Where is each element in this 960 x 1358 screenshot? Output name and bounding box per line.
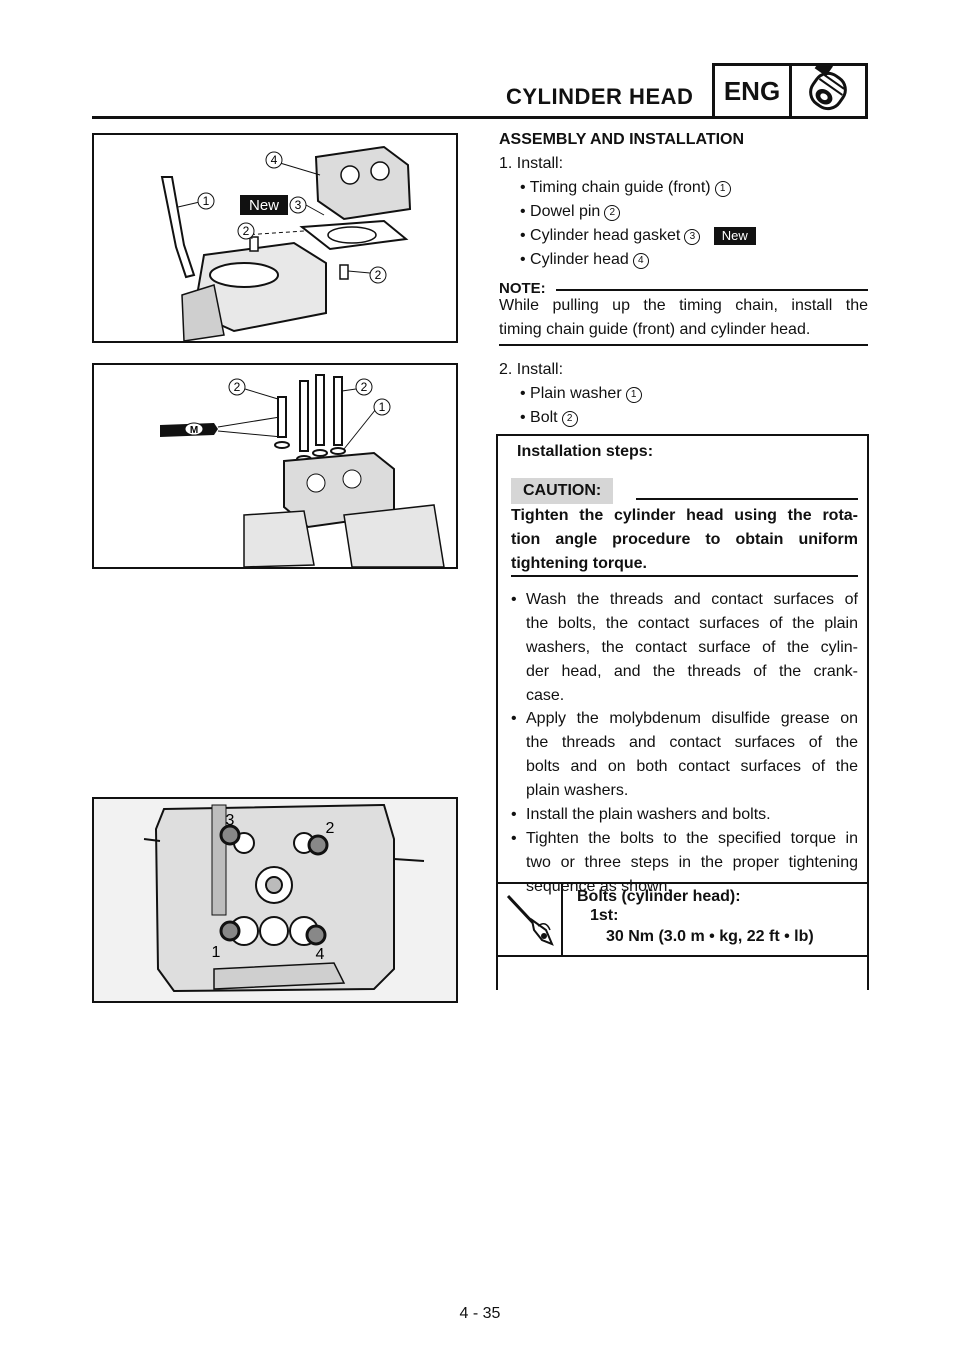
section-tag: ENG <box>712 63 792 119</box>
note-line-1: While pulling up the timing chain, insta… <box>499 297 868 314</box>
fig1-callout-1: 1 <box>203 194 210 208</box>
caution-line-2: tion angle procedure to obtain uniform <box>511 531 858 548</box>
fig1-callout-3: 3 <box>295 198 302 212</box>
fig3-seq-1: 1 <box>212 944 221 961</box>
note-line-2: timing chain guide (front) and cylinder … <box>499 321 811 338</box>
wrench-icon <box>792 58 868 119</box>
fig2-callout-1: 1 <box>379 400 386 414</box>
ref-circle: 2 <box>561 411 578 427</box>
bullet1-line3: washers, the contact surface of the cyli… <box>526 639 858 656</box>
installation-steps-heading: Installation steps: <box>517 443 654 460</box>
figure-tightening-sequence: 3 2 1 4 <box>92 797 458 1003</box>
caution-line-3: tightening torque. <box>511 555 647 572</box>
fig1-callout-4: 4 <box>271 153 278 167</box>
ref-circle: 3 <box>684 229 701 245</box>
caution-rule-top <box>636 498 858 500</box>
assembly-heading: ASSEMBLY AND INSTALLATION <box>499 131 745 148</box>
header-rule <box>92 116 712 119</box>
grease-mark: M <box>190 425 198 436</box>
torque-rule-bottom <box>496 955 869 957</box>
note-label: NOTE: <box>499 280 546 297</box>
caution-line-1: Tighten the cylinder head using the rota… <box>511 507 858 524</box>
torque-step: 1st: <box>590 907 619 924</box>
fig3-seq-4: 4 <box>316 946 325 963</box>
torque-wrench-icon <box>502 890 558 953</box>
page-number: 4 - 35 <box>459 1305 501 1322</box>
fig1-new-badge: New <box>249 197 279 214</box>
bullet4-line2: two or three steps in the proper tighten… <box>526 854 858 871</box>
caution-rule-bottom <box>511 575 858 577</box>
bullet3-line1: Install the plain washers and bolts. <box>526 806 771 823</box>
ref-circle: 4 <box>632 253 649 269</box>
bullet2-line1: Apply the molybdenum disulfide grease on <box>526 710 858 727</box>
step1-item-1: • Timing chain guide (front)1 <box>520 176 731 200</box>
bullet-dot: • <box>511 710 517 727</box>
bullet2-line4: plain washers. <box>526 782 629 799</box>
bullet-dot: • <box>511 830 517 847</box>
step1-label: 1. Install: <box>499 155 564 172</box>
fig2-callout-2: 2 <box>234 380 241 394</box>
bullet-dot: • <box>511 806 517 823</box>
note-rule-top <box>556 289 868 291</box>
fig1-callout-2: 2 <box>243 224 250 238</box>
fig3-seq-3: 3 <box>226 812 235 829</box>
fig3-seq-2: 2 <box>326 820 335 837</box>
ref-circle: 2 <box>604 205 621 221</box>
torque-rule-top <box>496 882 869 884</box>
bullet-dot: • <box>511 591 517 608</box>
bullet1-line1: Wash the threads and contact surfaces of <box>526 591 858 608</box>
new-badge: New <box>713 227 756 245</box>
figure-cylinder-head-exploded: 1 2 3 4 2 New <box>92 133 458 343</box>
torque-value: 30 Nm (3.0 m • kg, 22 ft • lb) <box>606 928 814 945</box>
installation-steps-box <box>496 434 869 990</box>
step2-label: 2. Install: <box>499 361 564 378</box>
ref-circle: 1 <box>714 181 731 197</box>
fig2-callout-2b: 2 <box>361 380 368 394</box>
ref-circle: 1 <box>625 387 642 403</box>
figure-bolts-washers: M 2 2 1 <box>92 363 458 569</box>
bullet4-line1: Tighten the bolts to the specified torqu… <box>526 830 858 847</box>
note-rule-bottom <box>499 344 868 346</box>
bullet2-line3: bolts and on both contact surfaces of th… <box>526 758 858 775</box>
bullet1-line5: case. <box>526 687 565 704</box>
bullet2-line2: the threads and contact surfaces of the <box>526 734 858 751</box>
fig1-callout-2b: 2 <box>375 268 382 282</box>
page-title: CYLINDER HEAD <box>506 84 694 109</box>
bullet1-line2: the bolts, the contact surfaces of the p… <box>526 615 858 632</box>
torque-title: Bolts (cylinder head): <box>577 888 741 905</box>
caution-label: CAUTION: <box>511 478 614 504</box>
torque-divider <box>561 884 563 956</box>
bullet1-line4: der head, and the threads of the crank- <box>526 663 858 680</box>
